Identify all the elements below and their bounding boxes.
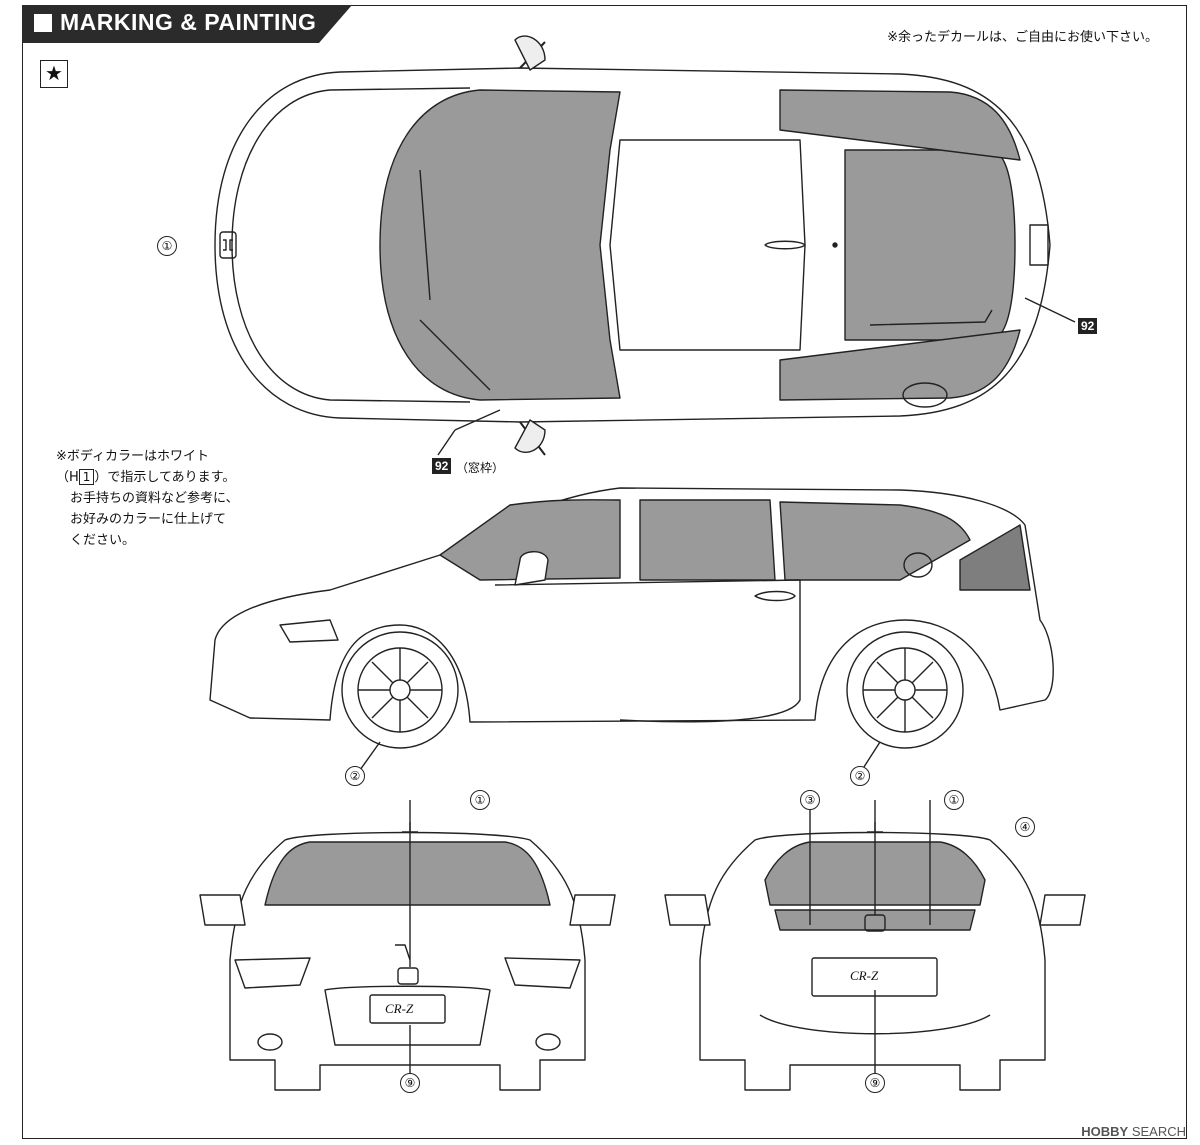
top-view xyxy=(214,35,1076,456)
front-plate-text: CR-Z xyxy=(385,1001,414,1016)
rear-view xyxy=(664,800,1086,1091)
callout-rear-badge-right: ④ xyxy=(1015,817,1035,837)
watermark: HOBBY SEARCH xyxy=(1081,1124,1186,1139)
callout-front-emblem: ① xyxy=(470,790,490,810)
header-bar xyxy=(22,5,352,43)
callout-rear-badge-left: ③ xyxy=(800,790,820,810)
callout-rear-wheel: ② xyxy=(850,766,870,786)
callout-top-hood-emblem: ① xyxy=(157,236,177,256)
paint-note-line-4: お好みのカラーに仕上げて xyxy=(70,512,227,527)
callout-rear-emblem: ① xyxy=(944,790,964,810)
star-icon: ★ xyxy=(40,60,68,88)
callout-rear-plate: ⑨ xyxy=(865,1073,885,1093)
callout-front-wheel: ② xyxy=(345,766,365,786)
paint-note-line-5: ください。 xyxy=(70,533,136,548)
watermark-suffix: SEARCH xyxy=(1128,1124,1186,1139)
header-square-icon xyxy=(34,14,52,32)
page-title: MARKING & PAINTING xyxy=(60,9,317,35)
side-view xyxy=(209,487,1054,771)
rear-plate-text: CR-Z xyxy=(850,968,879,983)
paint-note-line-3: お手持ちの資料など参考に、 xyxy=(70,491,239,506)
paint-note-open: （H xyxy=(56,470,79,485)
callout-front-plate: ⑨ xyxy=(400,1073,420,1093)
watermark-brand: HOBBY xyxy=(1081,1124,1129,1139)
paint-note-line-1: ※ボディカラーはホワイト xyxy=(56,449,209,464)
roof-color-tag: 92 xyxy=(1078,318,1098,334)
front-view xyxy=(199,800,616,1091)
window-frame-note: （窓枠） xyxy=(456,461,505,475)
diagram-frame xyxy=(22,5,1187,1139)
paint-code-box: 1 xyxy=(78,469,95,485)
paint-note-post: ）で指示してあります。 xyxy=(94,470,236,485)
window-color-tag: 92 xyxy=(432,458,452,474)
decal-note: ※余ったデカールは、ご自由にお使い下さい。 xyxy=(887,30,1158,45)
